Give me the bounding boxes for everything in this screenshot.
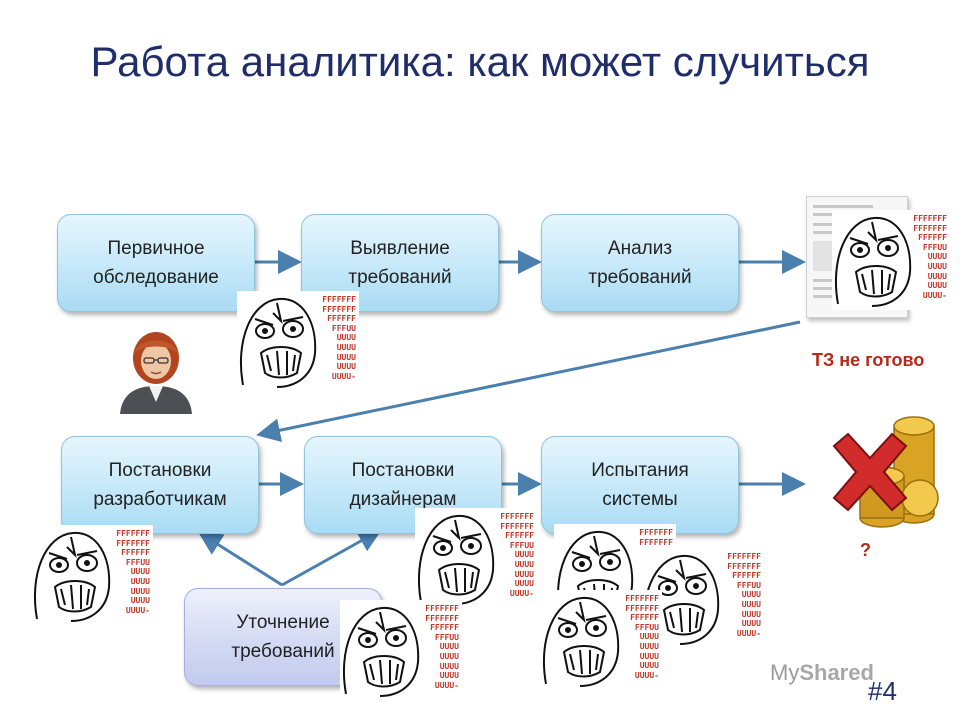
rage-face-icon: FFFFFFF FFFFFFF FFFFFF FFFUU UUUU UUUU U… — [237, 291, 359, 391]
question-mark-label: ? — [860, 540, 871, 560]
watermark: MyShared — [770, 660, 874, 686]
box-system-testing: Испытания системы — [541, 436, 739, 534]
watermark-prefix: My — [770, 660, 800, 685]
arrow-refine-to-designers — [281, 529, 383, 587]
box-requirements-analysis: Анализ требований — [541, 214, 739, 312]
watermark-brand: Shared — [799, 660, 874, 685]
rage-face-icon: FFFFFFF FFFFFFF FFFFFF FFFUU UUUU UUUU U… — [340, 600, 462, 700]
rage-face-icon: FFFFFFF FFFFFFF FFFFFF FFFUU UUUU UUUU U… — [832, 210, 950, 310]
page-title: Работа аналитика: как может случиться — [90, 38, 870, 85]
red-cross-icon — [832, 432, 908, 512]
arrow-doc-to-developers — [256, 320, 801, 443]
analyst-avatar-icon — [120, 332, 192, 414]
box-tasks-designers: Постановки дизайнерам — [304, 436, 502, 534]
spec-not-ready-label: ТЗ не готово — [812, 350, 925, 370]
rage-face-icon: FFFFFFF FFFFFFF FFFFFF FFFUU UUUU UUUU U… — [540, 590, 662, 690]
rage-face-icon: FFFFFFF FFFFFFF FFFFFF FFFUU UUUU UUUU U… — [31, 525, 153, 625]
box-tasks-developers: Постановки разработчикам — [61, 436, 259, 534]
box-primary-survey: Первичное обследование — [57, 214, 255, 312]
rage-face-icon: FFFFFFF FFFFFFF FFFFFF FFFUU UUUU UUUU U… — [415, 508, 537, 608]
slide-number: #4 — [868, 676, 897, 706]
arrow-refine-to-developers — [197, 531, 283, 587]
